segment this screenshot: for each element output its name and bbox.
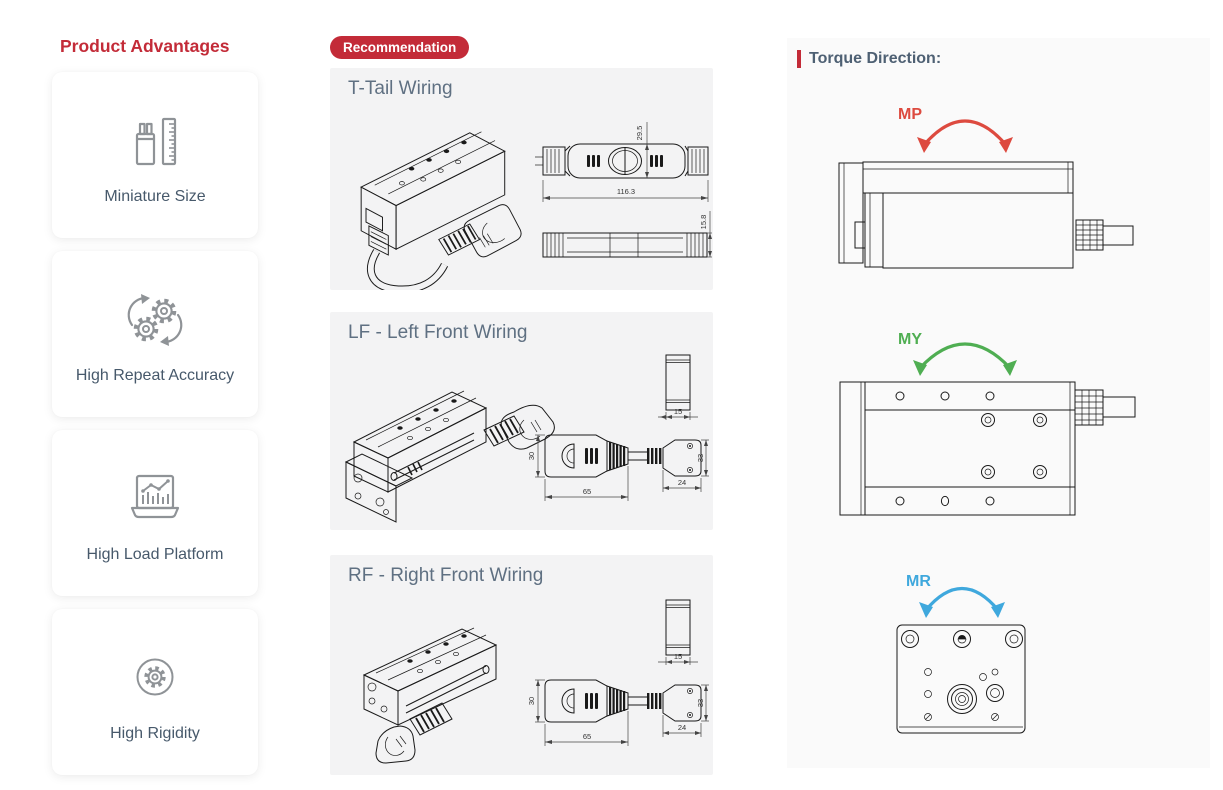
card-label: High Load Platform: [86, 546, 224, 563]
card-label: High Repeat Accuracy: [75, 367, 235, 384]
my-arc-arrow: [918, 342, 1012, 370]
mr-arc-arrow: [924, 586, 1000, 612]
gear-circle-icon: [136, 658, 174, 696]
dimension-label: 24: [678, 478, 686, 487]
card-high-repeat-accuracy: High Repeat Accuracy: [52, 251, 258, 417]
card-miniature-size: Miniature Size: [52, 72, 258, 238]
dimension-label: 33: [696, 699, 705, 707]
mp-side-view-drawing: [838, 161, 1134, 269]
rf-wiring-drawing: 15: [362, 599, 709, 764]
dimension-label: 15.8: [699, 215, 708, 230]
torque-my-figure: MY: [839, 331, 1136, 516]
torque-label-my: MY: [898, 331, 922, 348]
dimension-label: 29.5: [635, 126, 644, 141]
mr-arrowhead-right: [991, 602, 1005, 618]
lf-wiring-drawing: 15: [344, 354, 709, 523]
t-tail-wiring-drawing: 29.5 116.3: [360, 122, 712, 290]
dimension-label: 24: [678, 723, 686, 732]
dimension-label: 30: [527, 697, 536, 705]
mp-arc-arrow: [922, 119, 1008, 147]
gears-sync-icon: [127, 294, 183, 346]
dimension-label: 33: [696, 454, 705, 462]
torque-label-mr: MR: [906, 573, 931, 590]
advantages-card-list: Miniature Size High Repeat: [52, 72, 258, 775]
mp-arrowhead-right: [999, 137, 1013, 153]
chart-laptop-icon: [130, 474, 180, 519]
dimension-label: 15: [674, 407, 682, 416]
accent-bar: [797, 50, 801, 68]
panel-t-tail-wiring: T-Tail Wiring: [330, 68, 713, 290]
my-top-view-drawing: [839, 381, 1136, 516]
recommendation-badge: Recommendation: [330, 36, 470, 59]
panel-title: LF - Left Front Wiring: [348, 322, 528, 343]
torque-title: Torque Direction:: [809, 50, 942, 67]
panel-title: T-Tail Wiring: [348, 78, 453, 99]
card-high-rigidity: High Rigidity: [52, 609, 258, 775]
card-high-load-platform: High Load Platform: [52, 430, 258, 596]
dimension-label: 116.3: [617, 187, 635, 196]
mr-end-view-drawing: [896, 624, 1026, 734]
torque-mr-figure: MR: [896, 573, 1026, 734]
dimension-label: 30: [527, 452, 536, 460]
dimension-label: 65: [583, 487, 591, 496]
panel-lf-wiring: LF - Left Front Wiring: [330, 312, 713, 530]
mp-arrowhead-left: [917, 137, 931, 153]
torque-direction-section: Torque Direction: MP: [787, 38, 1210, 768]
torque-mp-figure: MP: [838, 106, 1134, 269]
dimension-label: 15: [674, 652, 682, 661]
my-arrowhead-right: [1003, 360, 1017, 376]
torque-header: Torque Direction:: [797, 50, 941, 68]
advantages-title: Product Advantages: [60, 36, 230, 56]
dimension-label: 65: [583, 732, 591, 741]
miniature-size-icon: [135, 117, 177, 166]
panel-title: RF - Right Front Wiring: [348, 565, 544, 586]
card-label: High Rigidity: [110, 725, 200, 742]
torque-label-mp: MP: [898, 106, 922, 123]
my-arrowhead-left: [913, 360, 927, 376]
mr-arrowhead-left: [919, 602, 933, 618]
card-label: Miniature Size: [104, 188, 206, 205]
panel-rf-wiring: RF - Right Front Wiring: [330, 555, 713, 775]
